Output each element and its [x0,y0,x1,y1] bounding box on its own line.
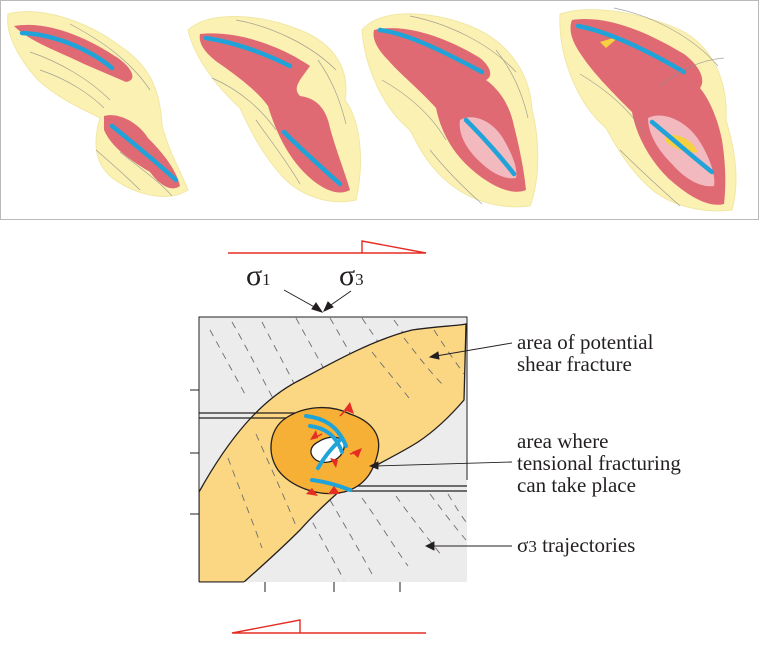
stage-4 [559,7,737,212]
stage-2-lower-fracture [281,129,343,187]
stage-1-lower-fracture [109,123,179,183]
stage-1 [7,11,189,197]
trajectories-index: 3 [528,537,537,556]
box-border [198,316,468,582]
tensional-line-1: area where [517,429,609,453]
sigma1-symbol: σ [246,259,263,292]
trajectories-label: σ3 trajectories [517,534,635,558]
trajectories-symbol: σ [517,533,529,557]
stage-2 [187,16,361,203]
tensional-line-2: tensional fracturing [517,451,681,475]
sigma3-index: 3 [355,270,364,289]
potential-shear-line-1: area of potential [517,330,654,354]
stage-3-lower-fracture [463,117,517,177]
stage-1-upper-fracture [19,30,115,71]
potential-shear-line-2: shear fracture [517,352,632,376]
sigma3-trajectories [209,317,467,581]
right-fracture [350,485,467,492]
sigma-pointers [283,289,352,313]
stage-3-vein-core [459,117,517,179]
stage-2-upper-fracture [203,35,293,69]
stage-4-lower-fracture [649,119,715,175]
trajectories-text: trajectories [536,533,636,557]
stage-3 [361,13,539,208]
potential-shear-label: area of potential shear fracture [517,331,653,375]
tensional-line-3: can take place [517,473,636,497]
stress-box [190,316,468,592]
wing-cracks [304,414,352,492]
upper-shear-arrow [228,240,427,254]
stage-3-upper-fracture [377,27,485,75]
box-ticks [190,389,401,592]
stage-4-upper-fracture [575,23,687,75]
lower-shear-arrow [231,619,426,634]
sigma3-symbol: σ [339,259,356,292]
stage-2-vein [199,33,350,193]
sigma3-label: σ3 [339,261,364,295]
stage-1-upper-vein [14,24,133,82]
leader-lines [368,342,513,551]
tensional-label: area where tensional fracturing can take… [517,430,681,496]
sigma1-label: σ1 [246,261,271,295]
sigma1-index: 1 [262,270,271,289]
